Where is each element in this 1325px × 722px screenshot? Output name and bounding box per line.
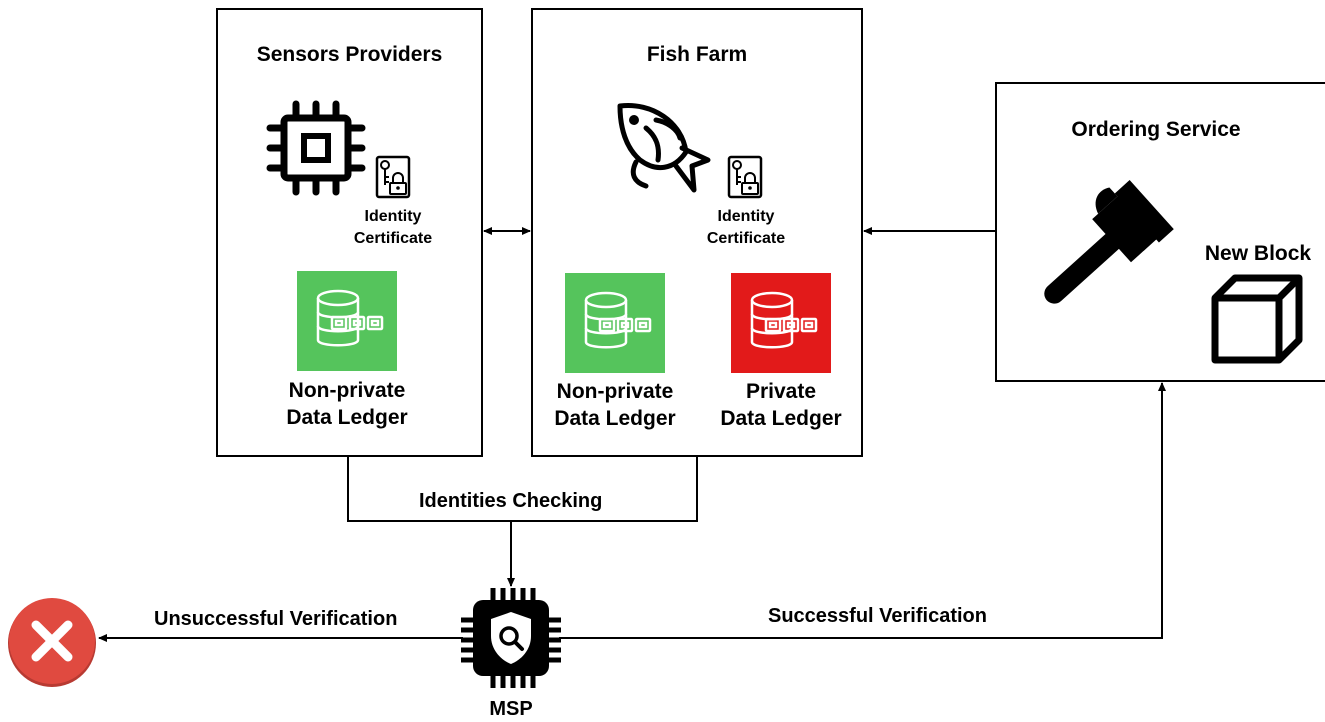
certificate-icon [727, 155, 763, 199]
msp-label: MSP [489, 698, 533, 720]
successful-arrow [559, 382, 1166, 639]
new-block-label: New Block [1204, 242, 1312, 265]
farm-public-ledger-label: Non-private Data Ledger [554, 380, 676, 430]
farm-private-ledger-label: Private Data Ledger [720, 380, 842, 430]
cube-icon [1211, 274, 1303, 364]
sensors-ledger-label: Non-private Data Ledger [286, 379, 408, 429]
database-chain-icon [316, 289, 384, 347]
farm-title: Fish Farm [646, 43, 748, 66]
database-chain-icon [584, 291, 652, 349]
sensors-title: Sensors Providers [256, 43, 443, 66]
certificate-icon [375, 155, 411, 199]
farm-cert-label: Identity Certificate [706, 208, 786, 247]
fish-icon [617, 103, 711, 193]
identities-checking-label: Identities Checking [419, 490, 603, 512]
identities-checking-bracket [347, 456, 698, 522]
error-icon [8, 598, 96, 687]
sensors-providers-box: Sensors Providers [216, 8, 483, 457]
msp-chip-icon [461, 588, 561, 688]
ordering-title: Ordering Service [1071, 118, 1241, 141]
database-chain-icon [750, 291, 818, 349]
chip-icon [266, 100, 366, 196]
successful-verification-label: Successful Verification [768, 605, 987, 627]
hammer-icon [1044, 180, 1174, 304]
sensors-cert-label: Identity Certificate [353, 208, 433, 247]
unsuccessful-verification-label: Unsuccessful Verification [154, 608, 398, 630]
fish-farm-box: Fish Farm [531, 8, 863, 457]
